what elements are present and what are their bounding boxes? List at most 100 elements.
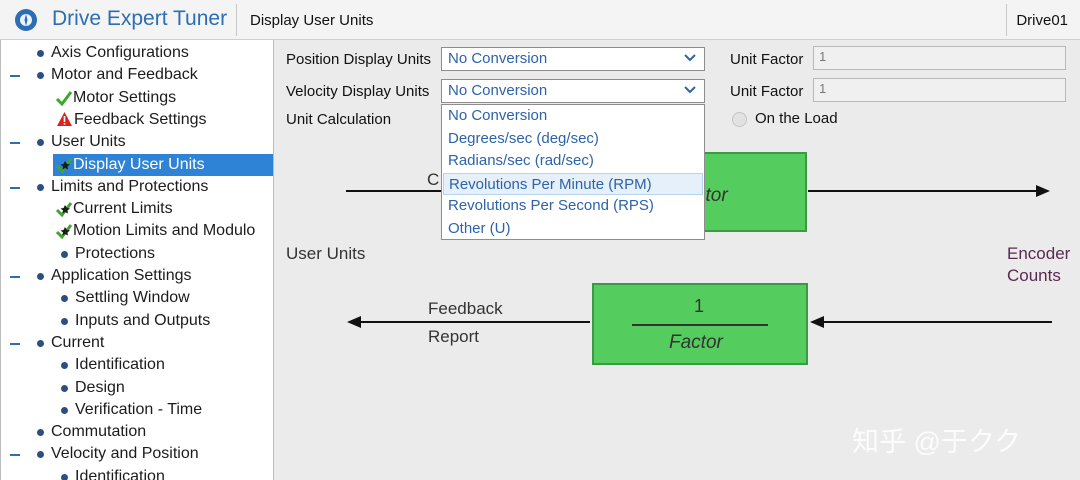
position-display-units-label: Position Display Units <box>286 51 432 68</box>
tree-item-label: Feedback Settings <box>74 110 207 128</box>
bullet-icon <box>37 429 44 437</box>
drive-selector[interactable]: Drive01 <box>1016 12 1068 29</box>
fraction-denominator: Factor <box>669 332 723 353</box>
fraction-bar <box>632 324 768 326</box>
encoder-label: Encoder <box>1007 244 1071 263</box>
tree-item[interactable]: Velocity and Position <box>1 443 273 465</box>
tree-item-label: Protections <box>75 244 156 262</box>
bullet-icon <box>37 273 44 280</box>
dropdown-option[interactable]: Radians/sec (rad/sec) <box>448 152 594 170</box>
dropdown-option[interactable]: Revolutions Per Minute (RPM) <box>443 172 703 195</box>
on-the-load-label: On the Load <box>755 110 838 127</box>
command-label-fragment: C <box>427 170 440 189</box>
collapse-icon[interactable] <box>10 265 22 287</box>
app-title: Drive Expert Tuner <box>52 7 228 30</box>
bullet-icon <box>61 406 68 414</box>
tree-item-label: Display User Units <box>73 155 205 173</box>
tree-item[interactable]: Identification <box>1 354 273 376</box>
tree-item[interactable]: Settling Window <box>1 287 273 309</box>
unit-factor-label: Unit Factor <box>730 83 804 100</box>
tree-item-label: Verification - Time <box>75 400 203 418</box>
tree-item-label: Identification <box>75 467 165 480</box>
tree-item-label: Application Settings <box>51 267 192 284</box>
chevron-down-icon <box>684 86 696 94</box>
check-star-icon <box>55 157 73 173</box>
velocity-unit-factor-field[interactable]: 1 <box>813 78 1066 102</box>
tree-item-label: Settling Window <box>75 289 190 307</box>
tree-item-label: User Units <box>51 133 126 151</box>
tree-item[interactable]: Axis Configurations <box>1 42 273 64</box>
collapse-icon[interactable] <box>10 332 22 354</box>
collapse-icon[interactable] <box>10 176 22 198</box>
bullet-icon <box>61 362 68 370</box>
tree-item-label: Motion Limits and Modulo <box>73 222 256 240</box>
position-display-units-select[interactable]: No Conversion <box>441 47 705 71</box>
feedback-label: Feedback <box>428 299 503 318</box>
tree-item[interactable]: User Units <box>1 131 273 153</box>
app-header: Drive Expert Tuner Display User Units Dr… <box>0 0 1080 40</box>
tree-item-label: Design <box>75 378 125 396</box>
watermark: 知乎 @于クク <box>852 427 1021 457</box>
tree-item[interactable]: Inputs and Outputs <box>1 310 273 332</box>
check-icon <box>55 90 73 106</box>
counts-label: Counts <box>1007 266 1061 285</box>
tree-item[interactable]: Motor and Feedback <box>1 64 273 86</box>
user-units-label: User Units <box>286 244 366 263</box>
bullet-icon <box>37 183 44 191</box>
tree-item[interactable]: Display User Units <box>53 153 273 176</box>
tree-item-label: Commutation <box>51 423 147 441</box>
check-star-icon <box>55 224 73 240</box>
tree-item[interactable]: Limits and Protections <box>1 176 273 198</box>
unit-calculation-label: Unit Calculation <box>286 111 392 128</box>
collapse-icon[interactable] <box>10 64 22 86</box>
tree-item[interactable]: Feedback Settings <box>1 109 273 131</box>
header-divider <box>236 4 237 36</box>
check-star-icon <box>55 202 73 218</box>
bullet-icon <box>37 339 44 347</box>
tree-item[interactable]: Motion Limits and Modulo <box>1 220 273 242</box>
unit-factor-label: Unit Factor <box>730 51 804 68</box>
bullet-icon <box>61 473 68 480</box>
gear-logo-icon <box>15 9 37 31</box>
bullet-icon <box>61 384 68 392</box>
dropdown-option[interactable]: Revolutions Per Second (RPS) <box>448 197 654 215</box>
tree-item[interactable]: Current <box>1 332 273 354</box>
fraction-numerator: 1 <box>694 296 705 316</box>
collapse-icon[interactable] <box>10 131 22 153</box>
bullet-icon <box>61 317 68 325</box>
tree-item[interactable]: Current Limits <box>1 198 273 220</box>
tree-item[interactable]: Protections <box>1 243 273 265</box>
on-the-load-radio[interactable] <box>732 112 747 127</box>
chevron-down-icon <box>684 54 696 62</box>
bullet-icon <box>61 250 68 258</box>
tree-item-label: Motor Settings <box>73 88 177 106</box>
bullet-icon <box>37 72 44 80</box>
bullet-icon <box>37 451 44 459</box>
tree-item[interactable]: Application Settings <box>1 265 273 287</box>
tree-item-label: Identification <box>75 356 165 374</box>
tree-item-label: Velocity and Position <box>51 445 199 463</box>
tree-item-label: Axis Configurations <box>51 44 189 61</box>
tree-item[interactable]: Design <box>1 377 273 399</box>
bullet-icon <box>61 295 68 303</box>
tree-item-label: Limits and Protections <box>51 177 209 195</box>
header-divider <box>1006 4 1007 36</box>
velocity-display-units-select[interactable]: No Conversion <box>441 79 705 103</box>
tree-item[interactable]: Identification <box>1 466 273 480</box>
dropdown-option[interactable]: Other (U) <box>448 220 511 237</box>
collapse-icon[interactable] <box>10 443 22 465</box>
tree-item[interactable]: Verification - Time <box>1 399 273 421</box>
velocity-display-units-label: Velocity Display Units <box>286 83 430 100</box>
feedback-factor-block <box>592 283 808 365</box>
report-label: Report <box>428 327 480 346</box>
page-title: Display User Units <box>250 12 374 29</box>
dropdown-option[interactable]: No Conversion <box>448 107 548 124</box>
tree-item-label: Inputs and Outputs <box>75 311 211 329</box>
tree-item[interactable]: Motor Settings <box>1 87 273 109</box>
dropdown-option[interactable]: Degrees/sec (deg/sec) <box>448 129 599 147</box>
tree-item-label: Motor and Feedback <box>51 66 198 84</box>
position-unit-factor-field[interactable]: 1 <box>813 46 1066 70</box>
tree-item[interactable]: Commutation <box>1 421 273 443</box>
